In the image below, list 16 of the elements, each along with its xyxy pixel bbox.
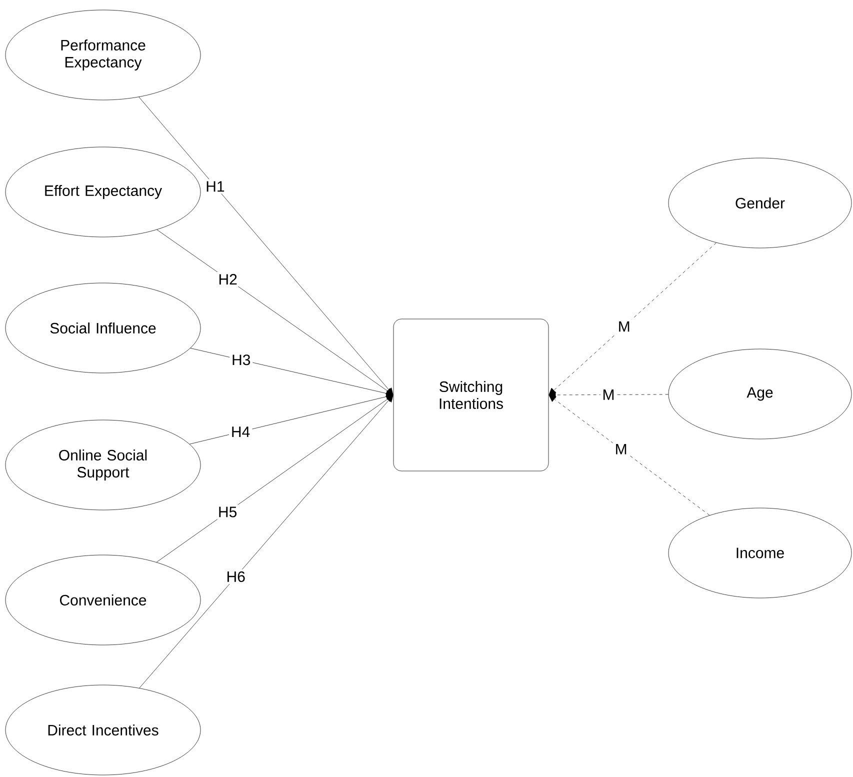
construct-box: Switching Intentions <box>393 318 549 472</box>
edge-label: M <box>600 388 617 402</box>
arrow <box>156 395 394 562</box>
arrow <box>138 96 394 395</box>
arrow <box>156 230 394 395</box>
edge-label: H6 <box>224 569 248 584</box>
arrow <box>548 242 716 395</box>
arrow <box>548 395 710 516</box>
edge-label: H4 <box>228 424 252 439</box>
edge-label: H3 <box>230 352 253 368</box>
edge-label: H5 <box>216 504 240 520</box>
edge-label: M <box>612 442 630 456</box>
edge-label: M <box>616 319 632 334</box>
edge-label: H2 <box>216 272 240 287</box>
arrow <box>139 395 394 688</box>
edge-label: H1 <box>204 179 227 194</box>
